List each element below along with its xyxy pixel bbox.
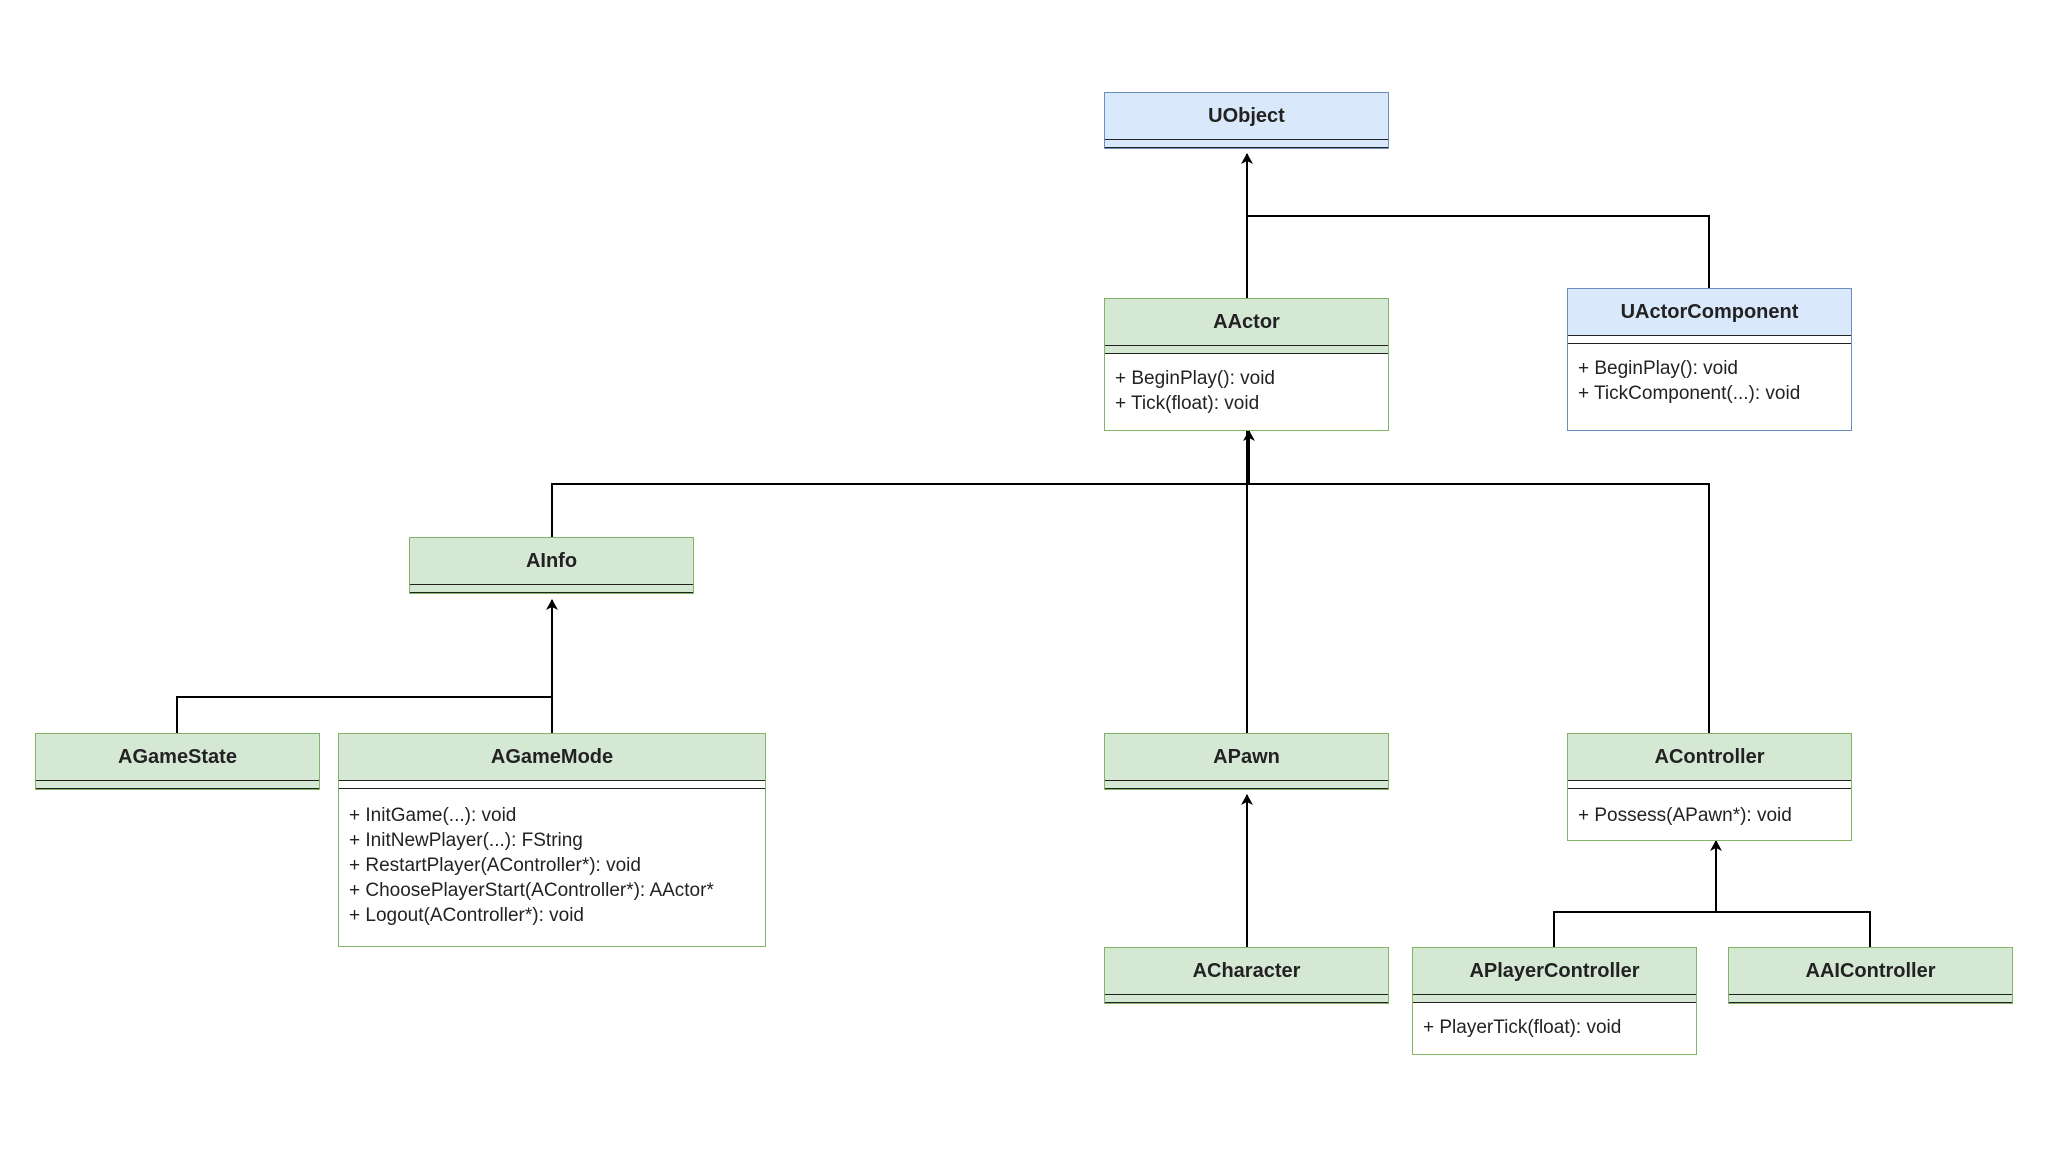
operation: + InitNewPlayer(...): FString — [349, 830, 583, 851]
class-uactorcomponent-operations-divider — [1568, 343, 1851, 344]
class-aaicontroller[interactable]: AAIController — [1728, 947, 2013, 1004]
operation: + ChoosePlayerStart(AController*): AActo… — [349, 880, 714, 901]
class-uobject[interactable]: UObject — [1104, 92, 1389, 149]
class-aplayercontroller-attributes-divider — [1413, 994, 1696, 1002]
class-apawn-attributes-divider — [1105, 780, 1388, 788]
class-uobject-attributes-divider — [1105, 139, 1388, 147]
operation: + Possess(APawn*): void — [1578, 805, 1792, 826]
class-ainfo-operations-divider — [410, 592, 693, 593]
class-ainfo-attributes-divider — [410, 584, 693, 592]
edge-uactorcomponent-uobject — [1247, 215, 1710, 288]
class-aactor-operations-divider — [1105, 353, 1388, 354]
class-acharacter-attributes-divider — [1105, 994, 1388, 1002]
class-agamestate[interactable]: AGameState — [35, 733, 320, 790]
class-agamemode-operations-divider — [339, 788, 765, 789]
class-uobject-operations-divider — [1105, 147, 1388, 148]
edge-aaicontroller-acontroller — [1716, 911, 1871, 947]
edge-agamestate-ainfo — [176, 599, 558, 733]
class-agamemode-attributes-divider — [339, 780, 765, 788]
class-acharacter-name: ACharacter — [1105, 948, 1388, 994]
edge-aplayercontroller-acontroller — [1553, 840, 1722, 947]
class-uactorcomponent-name: UActorComponent — [1568, 289, 1851, 335]
class-aactor-attributes-divider — [1105, 345, 1388, 353]
class-aactor[interactable]: AActor + BeginPlay(): void + Tick(float)… — [1104, 298, 1389, 431]
class-apawn-name: APawn — [1105, 734, 1388, 780]
class-acharacter-operations-divider — [1105, 1002, 1388, 1003]
class-acontroller[interactable]: AController + Possess(APawn*): void — [1567, 733, 1852, 841]
class-agamestate-name: AGameState — [36, 734, 319, 780]
class-uactorcomponent[interactable]: UActorComponent + BeginPlay(): void + Ti… — [1567, 288, 1852, 431]
class-agamestate-attributes-divider — [36, 780, 319, 788]
class-uactorcomponent-operations: + BeginPlay(): void + TickComponent(...)… — [1568, 344, 1851, 416]
class-aactor-operations: + BeginPlay(): void + Tick(float): void — [1105, 354, 1388, 426]
class-aaicontroller-attributes-divider — [1729, 994, 2012, 1002]
class-ainfo-name: AInfo — [410, 538, 693, 584]
operation: + Tick(float): void — [1115, 393, 1260, 414]
class-apawn[interactable]: APawn — [1104, 733, 1389, 790]
class-acontroller-operations-divider — [1568, 788, 1851, 789]
class-agamemode[interactable]: AGameMode + InitGame(...): void + InitNe… — [338, 733, 766, 947]
operation: + BeginPlay(): void — [1115, 368, 1275, 389]
class-aactor-name: AActor — [1105, 299, 1388, 345]
class-agamemode-operations: + InitGame(...): void + InitNewPlayer(..… — [339, 789, 765, 938]
operation: + Logout(AController*): void — [349, 905, 584, 926]
operation: + BeginPlay(): void — [1578, 358, 1738, 379]
class-aplayercontroller-operations: + PlayerTick(float): void — [1413, 1003, 1696, 1050]
class-agamemode-name: AGameMode — [339, 734, 765, 780]
class-acontroller-attributes-divider — [1568, 780, 1851, 788]
class-acontroller-operations: + Possess(APawn*): void — [1568, 789, 1851, 838]
edge-ainfo-aactor — [551, 430, 1255, 537]
class-aplayercontroller[interactable]: APlayerController + PlayerTick(float): v… — [1412, 947, 1697, 1055]
class-apawn-operations-divider — [1105, 788, 1388, 789]
class-uobject-name: UObject — [1105, 93, 1388, 139]
class-ainfo[interactable]: AInfo — [409, 537, 694, 594]
edge-acontroller-aactor — [1249, 483, 1710, 733]
class-aaicontroller-operations-divider — [1729, 1002, 2012, 1003]
class-aplayercontroller-operations-divider — [1413, 1002, 1696, 1003]
class-acharacter[interactable]: ACharacter — [1104, 947, 1389, 1004]
class-agamestate-operations-divider — [36, 788, 319, 789]
operation: + TickComponent(...): void — [1578, 383, 1801, 404]
operation: + RestartPlayer(AController*): void — [349, 855, 641, 876]
class-uactorcomponent-attributes-divider — [1568, 335, 1851, 343]
class-aaicontroller-name: AAIController — [1729, 948, 2012, 994]
class-aplayercontroller-name: APlayerController — [1413, 948, 1696, 994]
operation: + InitGame(...): void — [349, 805, 517, 826]
class-acontroller-name: AController — [1568, 734, 1851, 780]
operation: + PlayerTick(float): void — [1423, 1017, 1622, 1038]
